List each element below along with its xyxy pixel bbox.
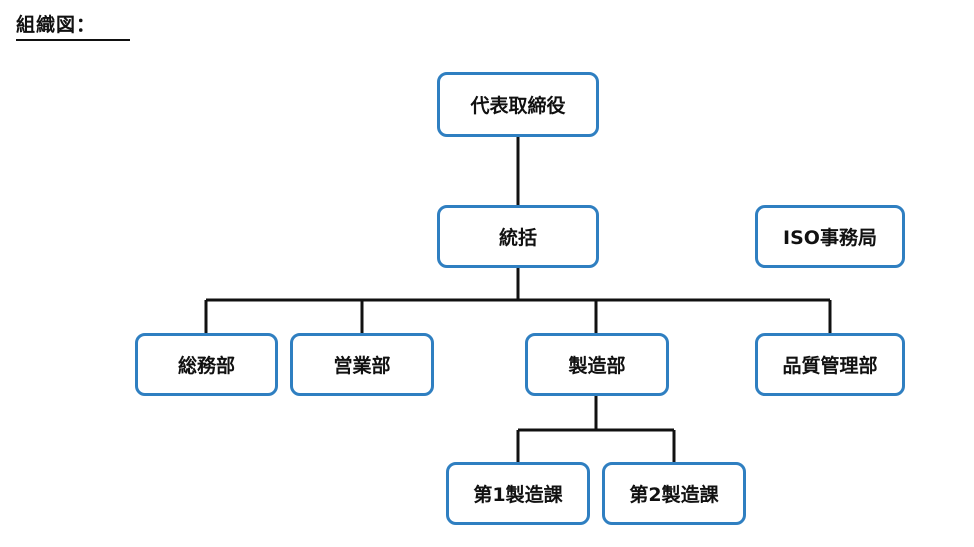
node-iso-office-label: ISO事務局 — [783, 227, 877, 249]
node-general-management-label: 統括 — [498, 227, 537, 249]
node-sales: 営業部 — [290, 333, 434, 396]
node-general-affairs: 総務部 — [135, 333, 278, 396]
node-iso-office: ISO事務局 — [755, 205, 905, 268]
node-manufacturing-label: 製造部 — [568, 355, 626, 377]
node-manufacturing-section-1: 第1製造課 — [446, 462, 590, 525]
node-manufacturing: 製造部 — [525, 333, 669, 396]
page-title: 組織図： — [16, 14, 97, 36]
node-general-management: 統括 — [437, 205, 599, 268]
node-sales-label: 営業部 — [333, 355, 391, 377]
node-manufacturing-section-2-label: 第2製造課 — [629, 484, 719, 506]
node-general-affairs-label: 総務部 — [177, 355, 235, 377]
node-manufacturing-section-1-label: 第1製造課 — [473, 484, 563, 506]
title-underline — [16, 39, 130, 41]
node-ceo-label: 代表取締役 — [470, 95, 566, 117]
node-quality-management-label: 品質管理部 — [782, 355, 878, 377]
node-ceo: 代表取締役 — [437, 72, 599, 137]
node-manufacturing-section-2: 第2製造課 — [602, 462, 746, 525]
node-quality-management: 品質管理部 — [755, 333, 905, 396]
